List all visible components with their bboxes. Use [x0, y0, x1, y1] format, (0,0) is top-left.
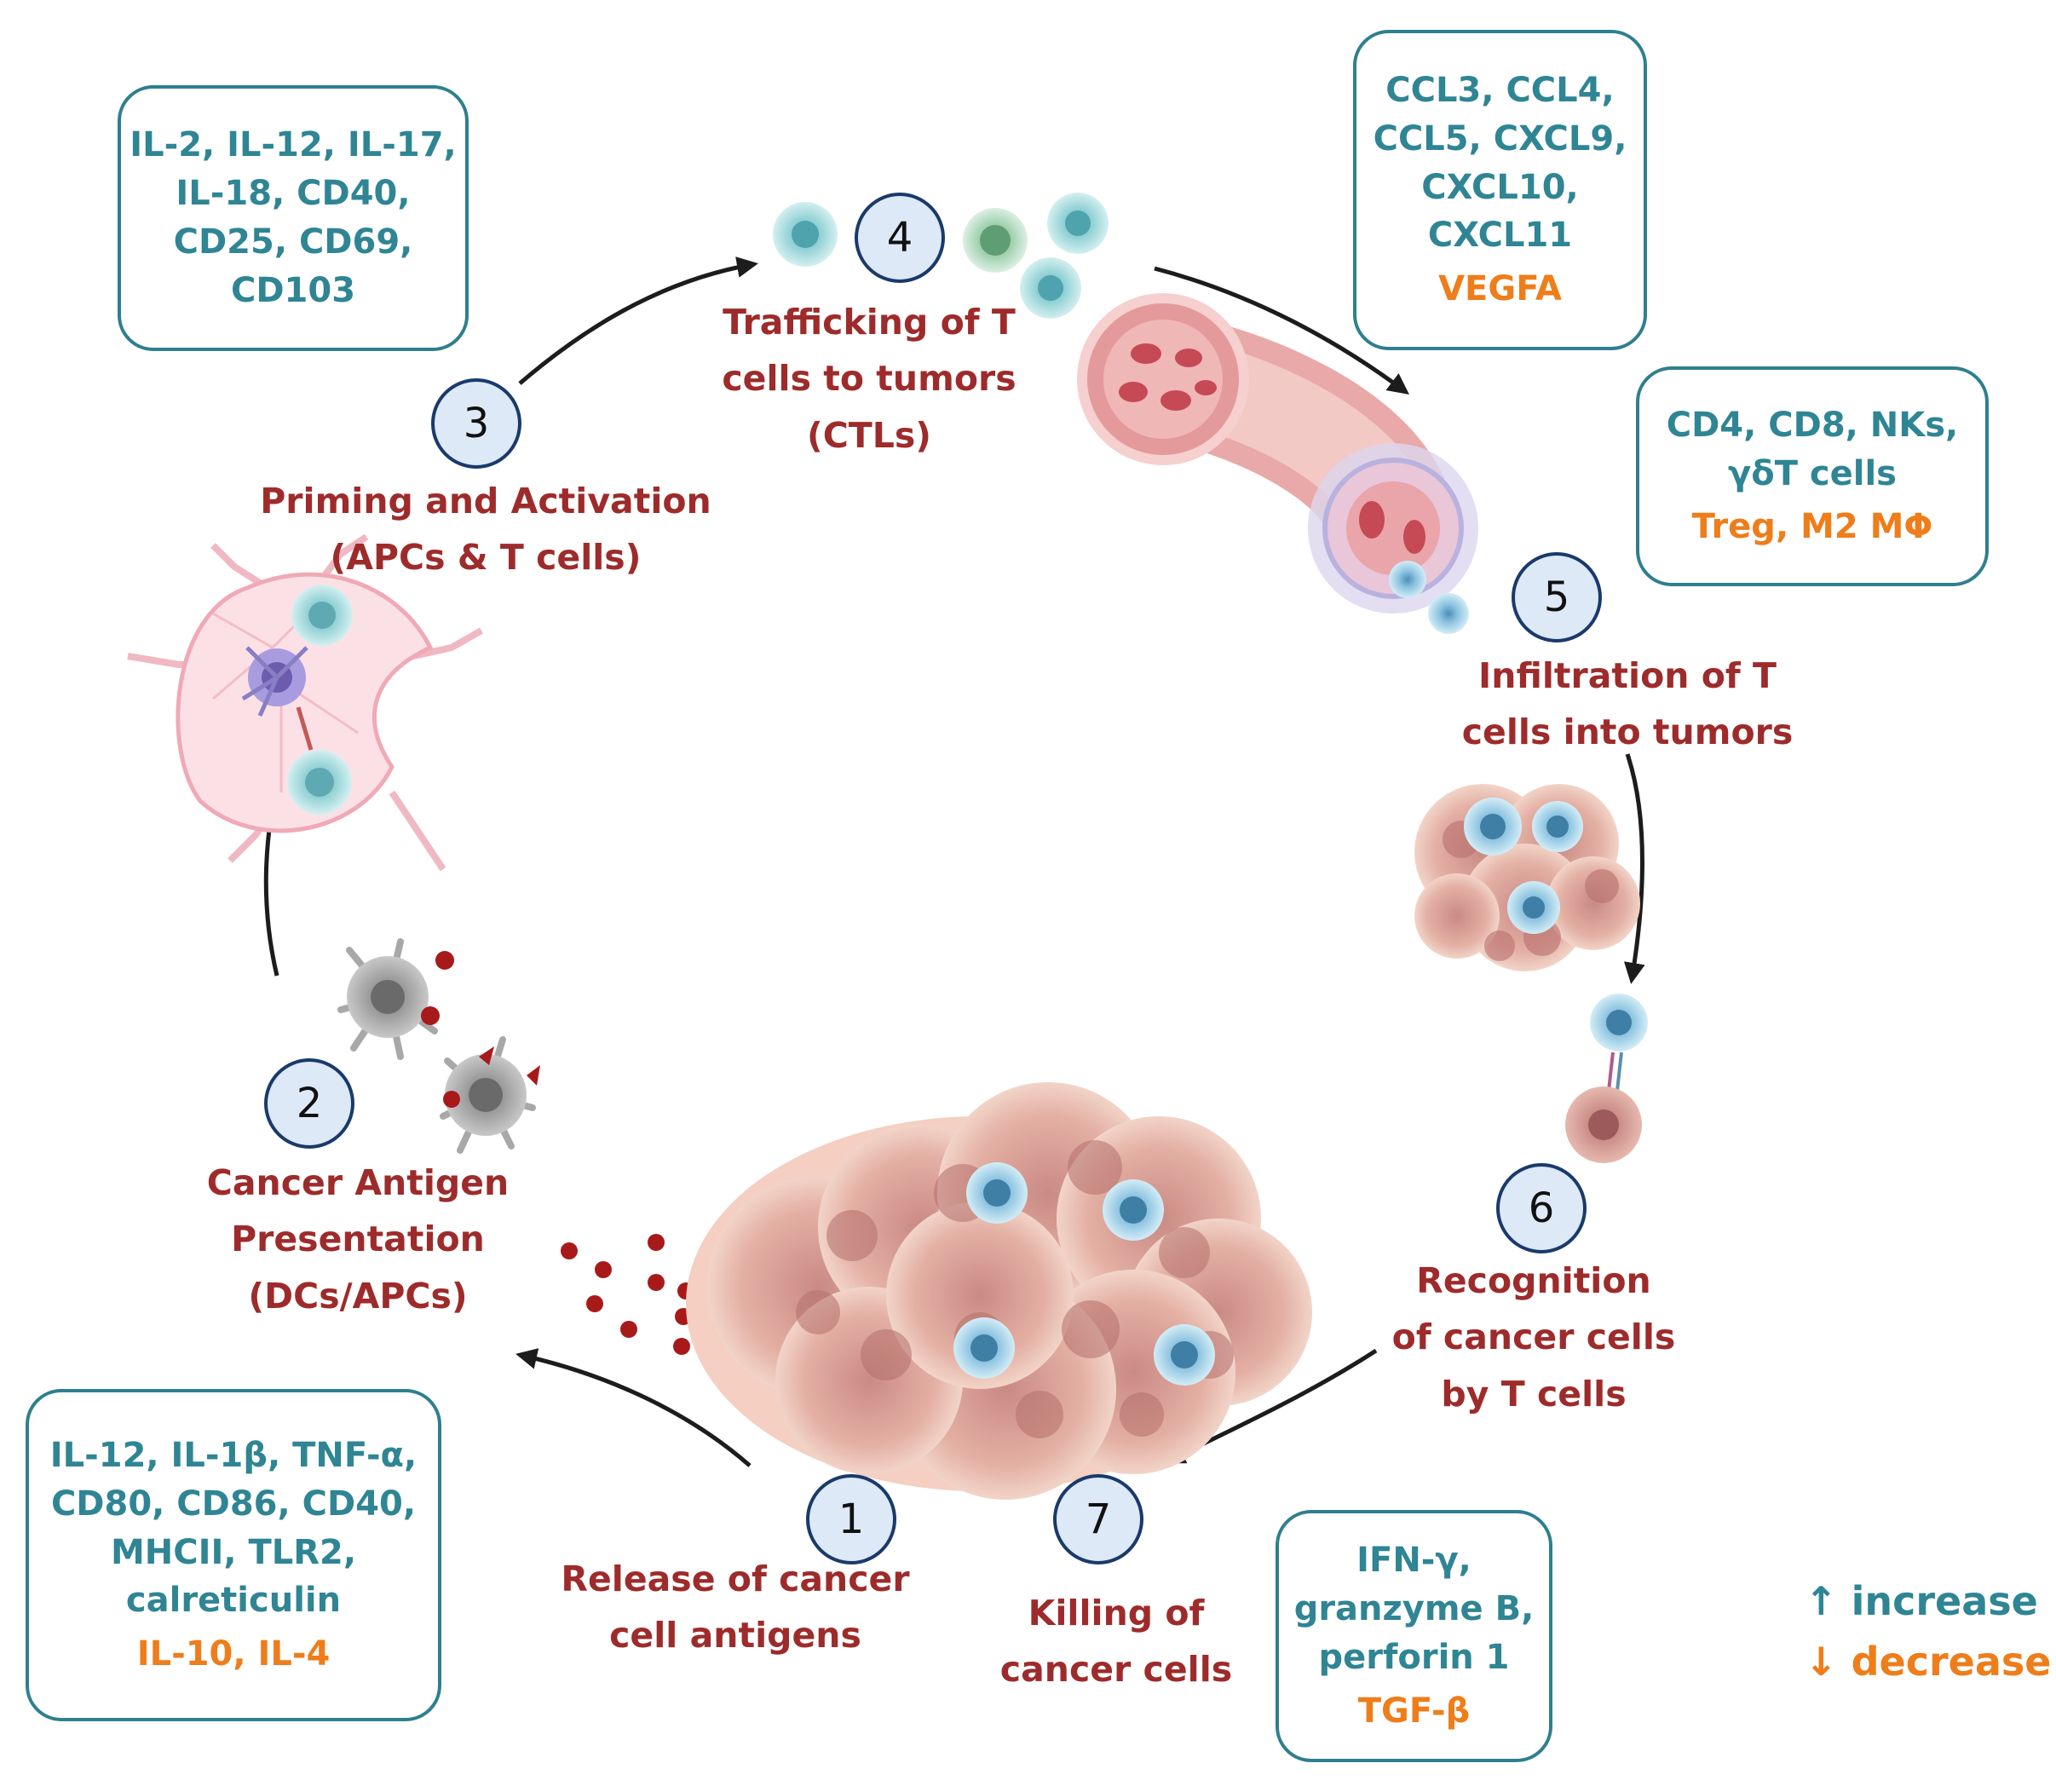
- tumor-illustration: [686, 1082, 1312, 1500]
- step-2-markers-box: IL-12, IL-1β, TNF-α, CD80, CD86, CD40, M…: [26, 1389, 441, 1721]
- legend-decrease: ↓ decrease: [1805, 1639, 2051, 1685]
- cycle-arrows: [263, 256, 1645, 1467]
- dendritic-cells-illustration: [337, 938, 540, 1154]
- step-3-markers-box: IL-2, IL-12, IL-17, IL-18, CD40, CD25, C…: [118, 85, 469, 351]
- recognition-illustration: [1565, 994, 1648, 1163]
- infiltrated-tumor-illustration: [1414, 784, 1640, 971]
- up-arrow-icon: ↑: [1805, 1578, 1838, 1624]
- step-6-number: 6: [1496, 1163, 1587, 1253]
- down-arrow-icon: ↓: [1805, 1639, 1838, 1685]
- legend-increase: ↑ increase: [1805, 1578, 2038, 1624]
- legend-increase-label: increase: [1851, 1578, 2038, 1624]
- arrow-3-to-4: [518, 256, 758, 385]
- step-5-number: 5: [1512, 552, 1602, 642]
- arrow-4-to-5: [1154, 266, 1410, 395]
- step-4-number: 4: [855, 193, 945, 283]
- arrow-5-to-6: [1623, 753, 1645, 984]
- arrow-1-to-2: [515, 1348, 752, 1467]
- step-7-number: 7: [1053, 1474, 1143, 1564]
- trafficking-t-cells: [773, 193, 1109, 319]
- step-2-number: 2: [264, 1058, 354, 1149]
- step-1-number: 1: [806, 1474, 896, 1564]
- step-7-markers-box: IFN-γ, granzyme B, perforin 1 TGF-β: [1276, 1510, 1552, 1762]
- step-4-markers-box: CCL3, CCL4, CCL5, CXCL9, CXCL10, CXCL11 …: [1353, 30, 1647, 350]
- lymph-node-illustration: [127, 533, 483, 872]
- step-3-number: 3: [431, 378, 521, 469]
- step-5-markers-box: CD4, CD8, NKs, γδT cells Treg, M2 MΦ: [1636, 366, 1989, 586]
- step-3-label: Priming and Activation(APCs & T cells): [260, 481, 711, 579]
- legend-decrease-label: decrease: [1851, 1639, 2052, 1685]
- blood-vessel-illustration: [1077, 293, 1478, 634]
